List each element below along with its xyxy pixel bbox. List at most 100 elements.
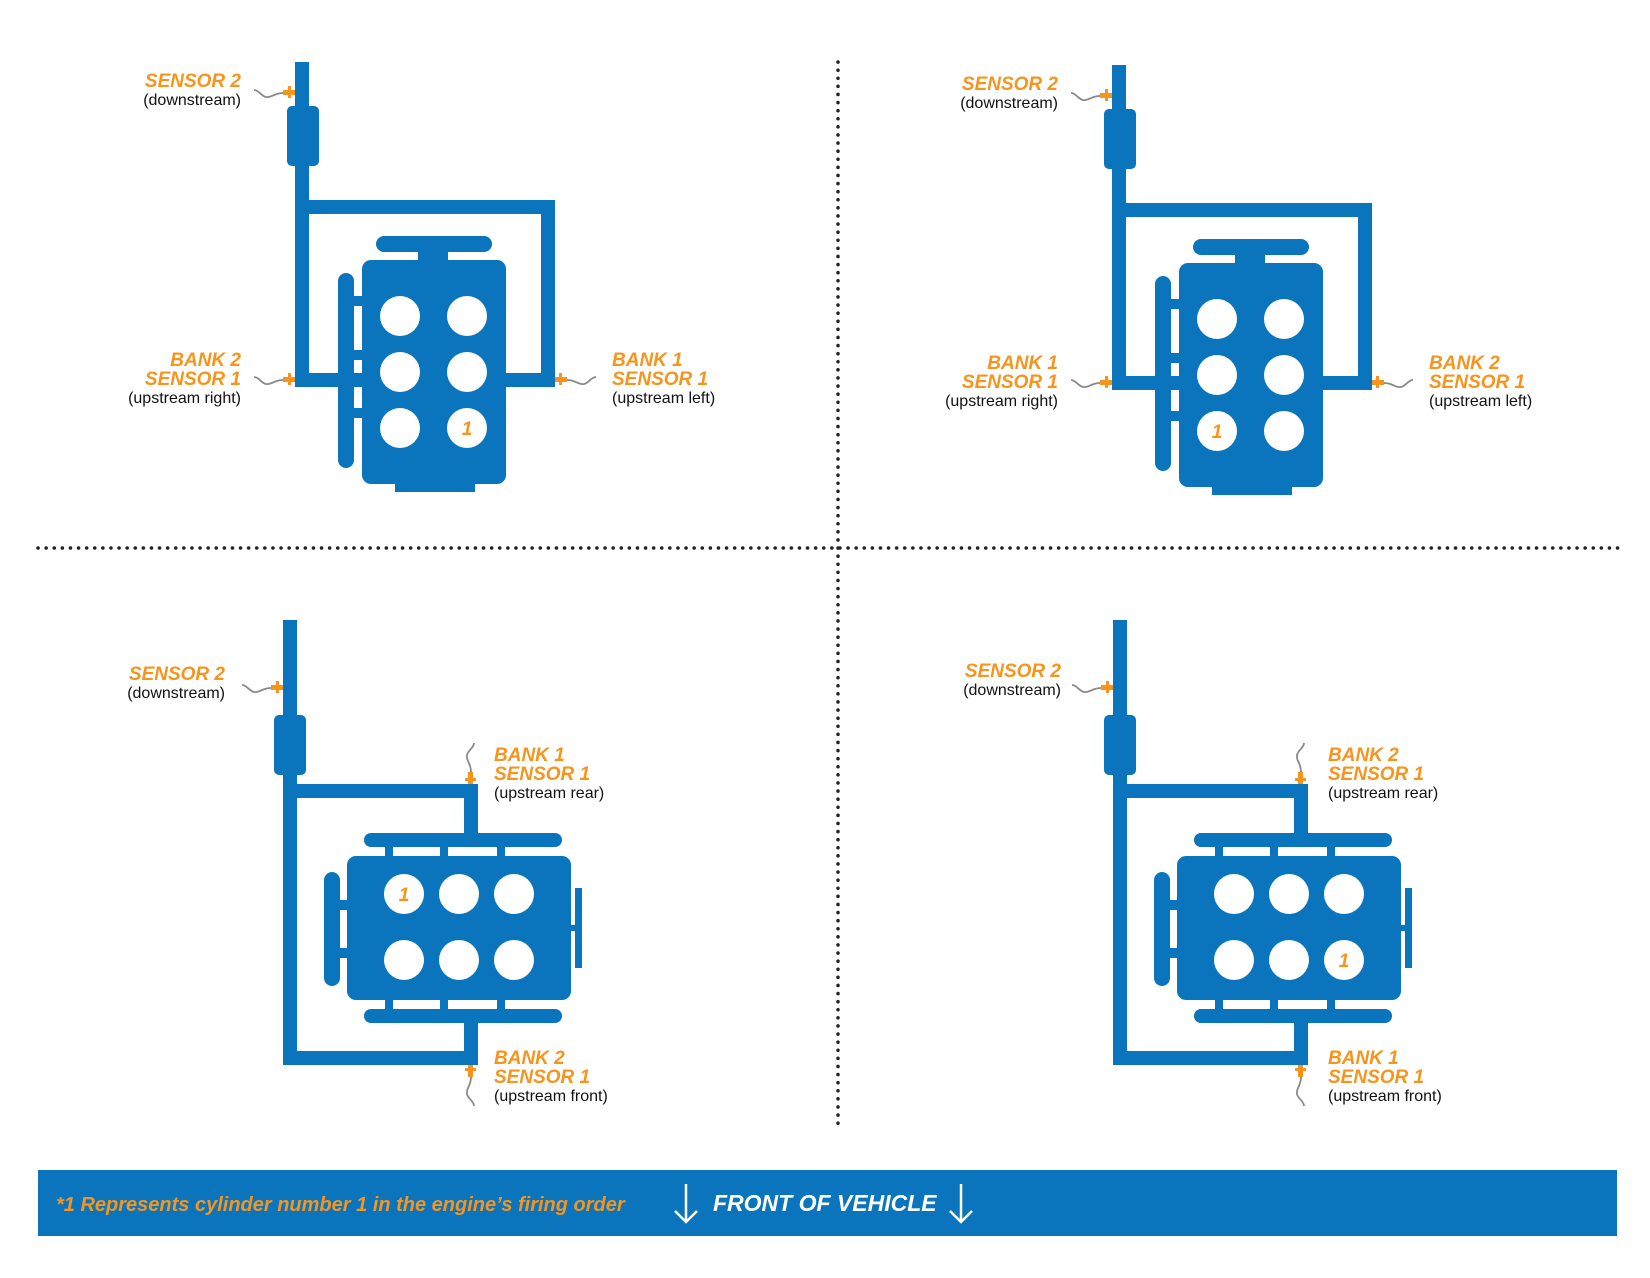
cylinder: [439, 874, 479, 914]
exhaust-pipe: [1104, 65, 1372, 390]
sensor-desc: (upstream front): [1328, 1088, 1442, 1105]
cylinder-1-label: 1: [1339, 951, 1350, 972]
bank-name: BANK 1: [612, 350, 683, 371]
cylinder-1-label: 1: [462, 419, 473, 440]
cylinder: [1269, 874, 1309, 914]
bank-name: BANK 2: [1328, 745, 1399, 766]
exhaust-pipe: [1104, 620, 1308, 1065]
sensor-desc: (upstream front): [494, 1088, 608, 1105]
left-upstream-probe: [253, 373, 295, 386]
sensor-desc: (upstream rear): [494, 785, 605, 802]
sensor-desc: (upstream right): [128, 390, 241, 407]
rear-upstream-label-bottom-right: BANK 2 SENSOR 1 (upstream rear): [1328, 746, 1438, 802]
catalytic-converter: [287, 106, 319, 166]
sensor2-name: SENSOR 2: [964, 661, 1061, 682]
right-upstream-probe: [1372, 376, 1414, 389]
exhaust-pipe: [274, 620, 478, 1065]
sensor2-label-bottom-right: SENSOR 2 (downstream): [963, 662, 1061, 699]
sensor-desc: (upstream rear): [1328, 785, 1439, 802]
engine-block: 1: [338, 236, 506, 492]
catalytic-converter: [274, 715, 306, 775]
cylinder: [1214, 874, 1254, 914]
cylinder: [380, 408, 420, 448]
sensor2-probe: [1071, 681, 1113, 694]
sensor-name: SENSOR 1: [1429, 372, 1526, 393]
cylinder-1: 1: [447, 408, 487, 448]
cylinder: [380, 352, 420, 392]
cylinder: [1197, 299, 1237, 339]
sensor2-desc: (downstream): [963, 682, 1061, 699]
rear-upstream-probe: [1295, 742, 1306, 784]
sensor2-label-bottom-left: SENSOR 2 (downstream): [127, 665, 225, 702]
sensor2-name: SENSOR 2: [128, 664, 225, 685]
sensor2-desc: (downstream): [960, 95, 1058, 112]
bank-name: BANK 1: [987, 353, 1058, 374]
cylinder: [1197, 355, 1237, 395]
cylinder: [1324, 874, 1364, 914]
sensor-desc: (upstream right): [945, 393, 1058, 410]
down-arrow-icon: [949, 1184, 973, 1224]
firing-order-note: *1 Represents cylinder number 1 in the e…: [56, 1194, 625, 1216]
sensor-name: SENSOR 1: [1328, 1067, 1425, 1088]
sensor-name: SENSOR 1: [494, 1067, 591, 1088]
sensor2-probe: [1070, 89, 1112, 102]
sensor-name: SENSOR 1: [612, 369, 709, 390]
sensor2-label-top-right: SENSOR 2 (downstream): [960, 75, 1058, 112]
cylinder: [494, 940, 534, 980]
sensor-name: SENSOR 1: [1328, 764, 1425, 785]
bank-name: BANK 2: [494, 1048, 565, 1069]
cylinder: [439, 940, 479, 980]
rear-upstream-probe: [465, 742, 476, 784]
rear-upstream-label-bottom-left: BANK 1 SENSOR 1 (upstream rear): [494, 746, 604, 802]
cylinder-1-label: 1: [399, 885, 410, 906]
left-upstream-probe: [1070, 376, 1112, 389]
sensor2-probe: [241, 681, 283, 694]
cylinder: [1264, 411, 1304, 451]
sensor2-probe: [253, 86, 295, 99]
front-of-vehicle-label: FRONT OF VEHICLE: [713, 1190, 937, 1216]
right-upstream-probe: [555, 373, 597, 386]
sensor2-desc: (downstream): [143, 92, 241, 109]
engine-block: 1: [324, 833, 582, 1023]
right-upstream-label-top-right: BANK 2 SENSOR 1 (upstream left): [1429, 354, 1532, 410]
cylinder-1: 1: [1324, 940, 1364, 980]
cylinder-1: 1: [1197, 411, 1237, 451]
bank-name: BANK 1: [494, 745, 565, 766]
cylinder: [384, 940, 424, 980]
cylinder-1: 1: [384, 874, 424, 914]
panel-bottom-left: 1: [241, 620, 582, 1107]
catalytic-converter: [1104, 715, 1136, 775]
bank-name: BANK 1: [1328, 1048, 1399, 1069]
cylinder: [1264, 355, 1304, 395]
engine-block: 1: [1155, 239, 1323, 495]
sensor2-label-top-left: SENSOR 2 (downstream): [143, 72, 241, 109]
sensor2-desc: (downstream): [127, 685, 225, 702]
sensor-name: SENSOR 1: [961, 372, 1058, 393]
panel-top-left: 1: [253, 62, 597, 492]
sensor2-name: SENSOR 2: [144, 71, 241, 92]
left-upstream-label-top-left: BANK 2 SENSOR 1 (upstream right): [128, 351, 241, 407]
cylinder: [1214, 940, 1254, 980]
left-upstream-label-top-right: BANK 1 SENSOR 1 (upstream right): [945, 354, 1058, 410]
engine-block: 1: [1154, 833, 1412, 1023]
cylinder: [447, 296, 487, 336]
exhaust-pipe: [287, 62, 555, 387]
cylinder: [380, 296, 420, 336]
sensor-name: SENSOR 1: [494, 764, 591, 785]
cylinder: [1264, 299, 1304, 339]
cylinder: [447, 352, 487, 392]
panel-bottom-right: 1: [1071, 620, 1412, 1107]
front-upstream-label-bottom-right: BANK 1 SENSOR 1 (upstream front): [1328, 1049, 1442, 1105]
cylinder: [1269, 940, 1309, 980]
down-arrow-icon: [674, 1184, 698, 1224]
bank-name: BANK 2: [1429, 353, 1500, 374]
footer-banner: *1 Represents cylinder number 1 in the e…: [38, 1170, 1617, 1236]
front-upstream-label-bottom-left: BANK 2 SENSOR 1 (upstream front): [494, 1049, 608, 1105]
front-upstream-probe: [465, 1065, 476, 1107]
cylinder: [494, 874, 534, 914]
cylinder-1-label: 1: [1212, 422, 1223, 443]
sensor-name: SENSOR 1: [144, 369, 241, 390]
catalytic-converter: [1104, 109, 1136, 169]
front-upstream-probe: [1295, 1065, 1306, 1107]
